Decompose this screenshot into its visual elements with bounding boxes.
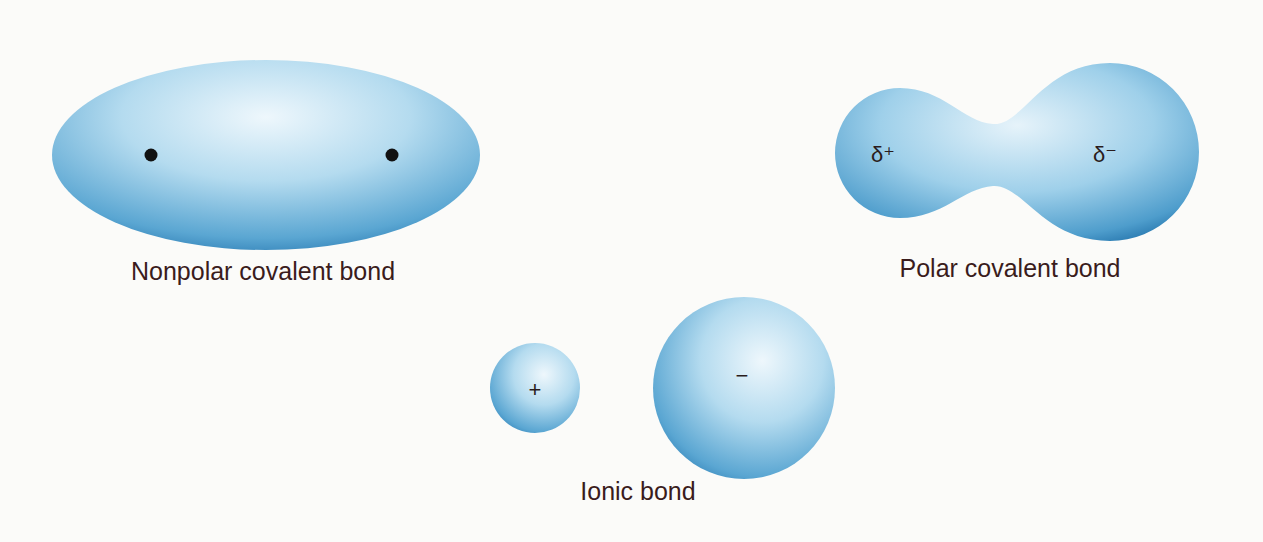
cation-sphere bbox=[490, 343, 580, 433]
anion: − bbox=[652, 296, 836, 480]
polar-bond: δ⁺δ⁻Polar covalent bond bbox=[833, 62, 1203, 244]
ellipse-cloud bbox=[52, 60, 480, 250]
bond-caption: Polar covalent bond bbox=[900, 255, 1121, 283]
shape-outline bbox=[652, 296, 836, 480]
nucleus-dot bbox=[386, 149, 399, 162]
dumbbell-cloud bbox=[835, 63, 1199, 241]
bond-caption: Ionic bond bbox=[580, 478, 695, 506]
nucleus-dot bbox=[145, 149, 158, 162]
nonpolar-bond: Nonpolar covalent bond bbox=[50, 58, 482, 252]
cation: + bbox=[489, 342, 581, 434]
bond-caption: Nonpolar covalent bond bbox=[131, 258, 395, 286]
shape-outline bbox=[50, 58, 482, 252]
partial-charge: δ⁻ bbox=[1093, 143, 1117, 167]
ion-charge: − bbox=[736, 364, 749, 388]
anion-sphere bbox=[653, 297, 835, 479]
ion-charge: + bbox=[529, 378, 542, 402]
partial-charge: δ⁺ bbox=[871, 143, 895, 167]
